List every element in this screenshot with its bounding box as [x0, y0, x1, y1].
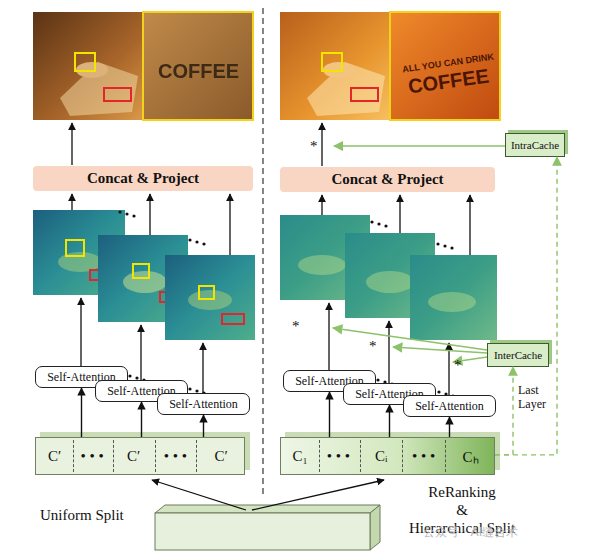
- split-arrow: [203, 415, 204, 437]
- cell-divider: [319, 440, 320, 472]
- cell-divider: [402, 440, 403, 472]
- node-text: C′: [214, 448, 227, 465]
- map-arrows: [72, 194, 470, 395]
- node-text: C′: [48, 448, 61, 465]
- zoom-inset: [390, 12, 500, 120]
- arrow: [71, 123, 72, 165]
- tensor-face: [370, 505, 380, 550]
- arrow: [140, 325, 141, 380]
- node-text: C′: [127, 448, 140, 465]
- node-text: • • •: [81, 448, 104, 465]
- node-text: • • •: [164, 448, 187, 465]
- arrow: [152, 480, 246, 510]
- arrow: [328, 303, 329, 370]
- split-arrow: [389, 405, 390, 437]
- cell-divider: [155, 440, 156, 472]
- arrow: [202, 343, 203, 393]
- cell-divider: [73, 440, 74, 472]
- arrow: [321, 123, 322, 166]
- photo: [33, 12, 143, 120]
- split-arrow: [329, 392, 330, 437]
- cell-divider: [196, 440, 197, 472]
- project-box: Concat & Project: [280, 167, 495, 192]
- zoom-marker: [66, 240, 84, 256]
- node-text: Cᵢ: [375, 448, 387, 465]
- photo-text: COFFEE: [158, 60, 239, 83]
- edge-label: Last Layer: [518, 383, 556, 411]
- channel-bar: C′ • • • C′ • • • C′: [35, 437, 245, 475]
- cache-marker: *: [369, 338, 377, 355]
- output-photo: [280, 12, 500, 120]
- split-arrow: [141, 402, 142, 437]
- node-text: Self-Attention: [169, 397, 238, 412]
- node-text: C₁: [293, 448, 308, 465]
- divider: [262, 8, 263, 495]
- input-tensor: [155, 505, 380, 550]
- zoom-marker: [222, 314, 244, 324]
- cache-box: InterCache: [487, 343, 549, 367]
- node-text: • • •: [327, 448, 350, 465]
- map-blob: [366, 271, 414, 293]
- cache-link: [495, 367, 513, 455]
- attention-box: Self-Attention: [403, 395, 496, 417]
- cache-arrow: [334, 145, 505, 147]
- feature-maps-left: [33, 210, 255, 340]
- caption-text: Uniform Split: [40, 507, 124, 524]
- photo-card: [60, 62, 138, 116]
- arrow: [388, 321, 389, 383]
- node-text: InterCache: [494, 349, 542, 361]
- zoom-marker: [104, 88, 131, 101]
- watermark: 公众号 · AI缝合术: [423, 524, 518, 541]
- cache-arrows: [333, 328, 487, 362]
- zoom-marker: [322, 53, 342, 71]
- cache-marker: *: [292, 318, 300, 335]
- arrow: [399, 195, 400, 233]
- arrow: [321, 195, 322, 215]
- map-blob: [428, 292, 476, 312]
- caption-text: &: [456, 502, 468, 519]
- cache-arrow: [393, 347, 487, 353]
- cache-marker: *: [454, 357, 462, 374]
- channel-bar: C₁ • • • Cᵢ • • • Cₕ: [280, 437, 495, 475]
- feature-map: [165, 255, 255, 340]
- photo: [280, 12, 390, 120]
- node-text: Concat & Project: [87, 170, 199, 187]
- zoom-marker: [351, 88, 378, 101]
- split-arrow: [449, 417, 450, 437]
- zoom-marker: [133, 264, 149, 278]
- arrow: [252, 480, 384, 510]
- cell-divider: [360, 440, 361, 472]
- attention-box: Self-Attention: [157, 393, 250, 415]
- map-blob: [123, 271, 167, 293]
- map-blob: [298, 255, 346, 275]
- arrow: [80, 298, 81, 366]
- tensor-front: [155, 513, 370, 550]
- node-text: Concat & Project: [331, 171, 443, 188]
- zoom-marker: [75, 53, 95, 71]
- arrow: [71, 194, 72, 210]
- node-text: IntraCache: [511, 139, 559, 151]
- feature-map: [410, 255, 497, 340]
- node-text: Cₕ: [463, 446, 479, 466]
- node-text: • • •: [412, 448, 435, 465]
- arrow: [229, 194, 230, 255]
- zoom-marker: [199, 286, 214, 299]
- arrow: [469, 195, 470, 255]
- arrow: [149, 194, 150, 235]
- project-box: Concat & Project: [33, 166, 253, 191]
- split-arrow: [81, 388, 82, 437]
- ellipsis-dots: [118, 210, 454, 397]
- node-text: Self-Attention: [415, 399, 484, 414]
- zoom-inset: [143, 12, 253, 120]
- cache-marker: *: [310, 138, 318, 155]
- photo-card: [307, 62, 385, 116]
- cell-divider: [113, 440, 114, 472]
- input-photo: [33, 12, 253, 120]
- cache-arrow: [333, 328, 487, 350]
- cell-divider: [445, 440, 446, 472]
- cache-box: IntraCache: [505, 133, 565, 157]
- cache-link: [495, 157, 557, 455]
- caption-text: ReRanking: [428, 484, 496, 501]
